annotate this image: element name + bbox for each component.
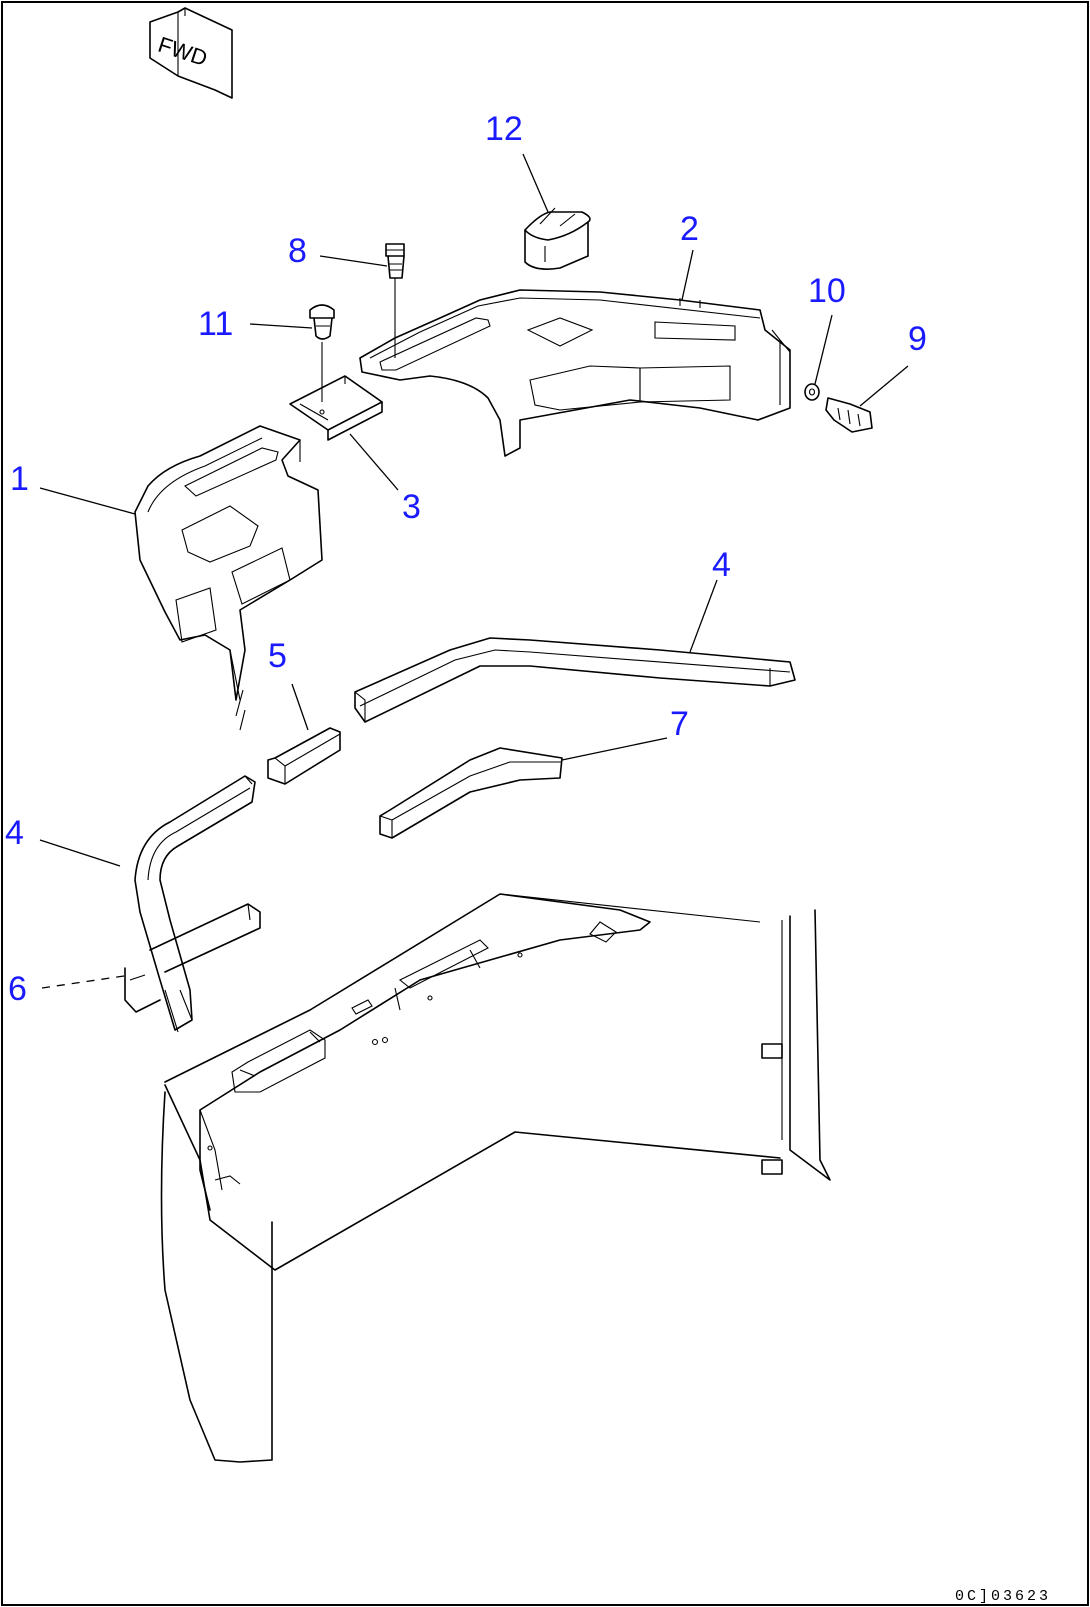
leader-11	[249, 323, 313, 329]
callout-4-upper: 4	[712, 546, 731, 584]
part-7-strip	[379, 747, 563, 839]
leader-4a	[689, 579, 718, 653]
part-10-washer	[804, 383, 820, 401]
drawing-code: 0C]03623	[955, 1588, 1051, 1605]
leader-7	[561, 737, 668, 761]
callout-10: 10	[808, 272, 846, 310]
callout-6: 6	[8, 970, 27, 1008]
callout-2: 2	[680, 210, 699, 248]
callout-4-lower: 4	[5, 814, 24, 852]
callout-8: 8	[288, 232, 307, 270]
part-11-rivet	[309, 304, 335, 402]
leader-1	[39, 487, 136, 515]
callout-5: 5	[268, 637, 287, 675]
part-8-bolt	[385, 243, 405, 358]
callout-7: 7	[670, 705, 689, 743]
leader-5	[291, 683, 309, 731]
part-6-bracket	[124, 903, 261, 1013]
leader-6	[41, 975, 125, 989]
leader-10	[814, 314, 833, 385]
callout-labels: 1 2 3 4 4 5 6 7 8 9 10 11 12	[5, 110, 927, 1008]
part-4-lower-channel	[134, 775, 256, 1033]
main-housing	[160, 893, 831, 1463]
leader-3	[349, 433, 399, 491]
leader-4b	[39, 839, 121, 867]
part-1-left-panel	[134, 425, 323, 731]
callout-12: 12	[485, 110, 523, 148]
leader-lines	[39, 153, 909, 989]
fwd-direction-marker: FWD	[149, 7, 233, 99]
callout-3: 3	[402, 488, 421, 526]
leader-9	[859, 365, 909, 407]
part-5-joint	[267, 727, 341, 785]
leader-8	[319, 255, 388, 267]
part-12-cover-box	[524, 207, 591, 270]
callout-11: 11	[198, 305, 233, 343]
part-9-clip	[825, 397, 873, 433]
part-4-upper-channel	[354, 637, 796, 723]
fwd-label: FWD	[155, 32, 210, 71]
leader-12	[522, 153, 549, 213]
part-3-bracket	[289, 375, 383, 441]
callout-1: 1	[10, 460, 29, 498]
leader-2	[681, 249, 694, 301]
callout-9: 9	[908, 320, 927, 358]
part-2-right-panel	[359, 289, 791, 457]
